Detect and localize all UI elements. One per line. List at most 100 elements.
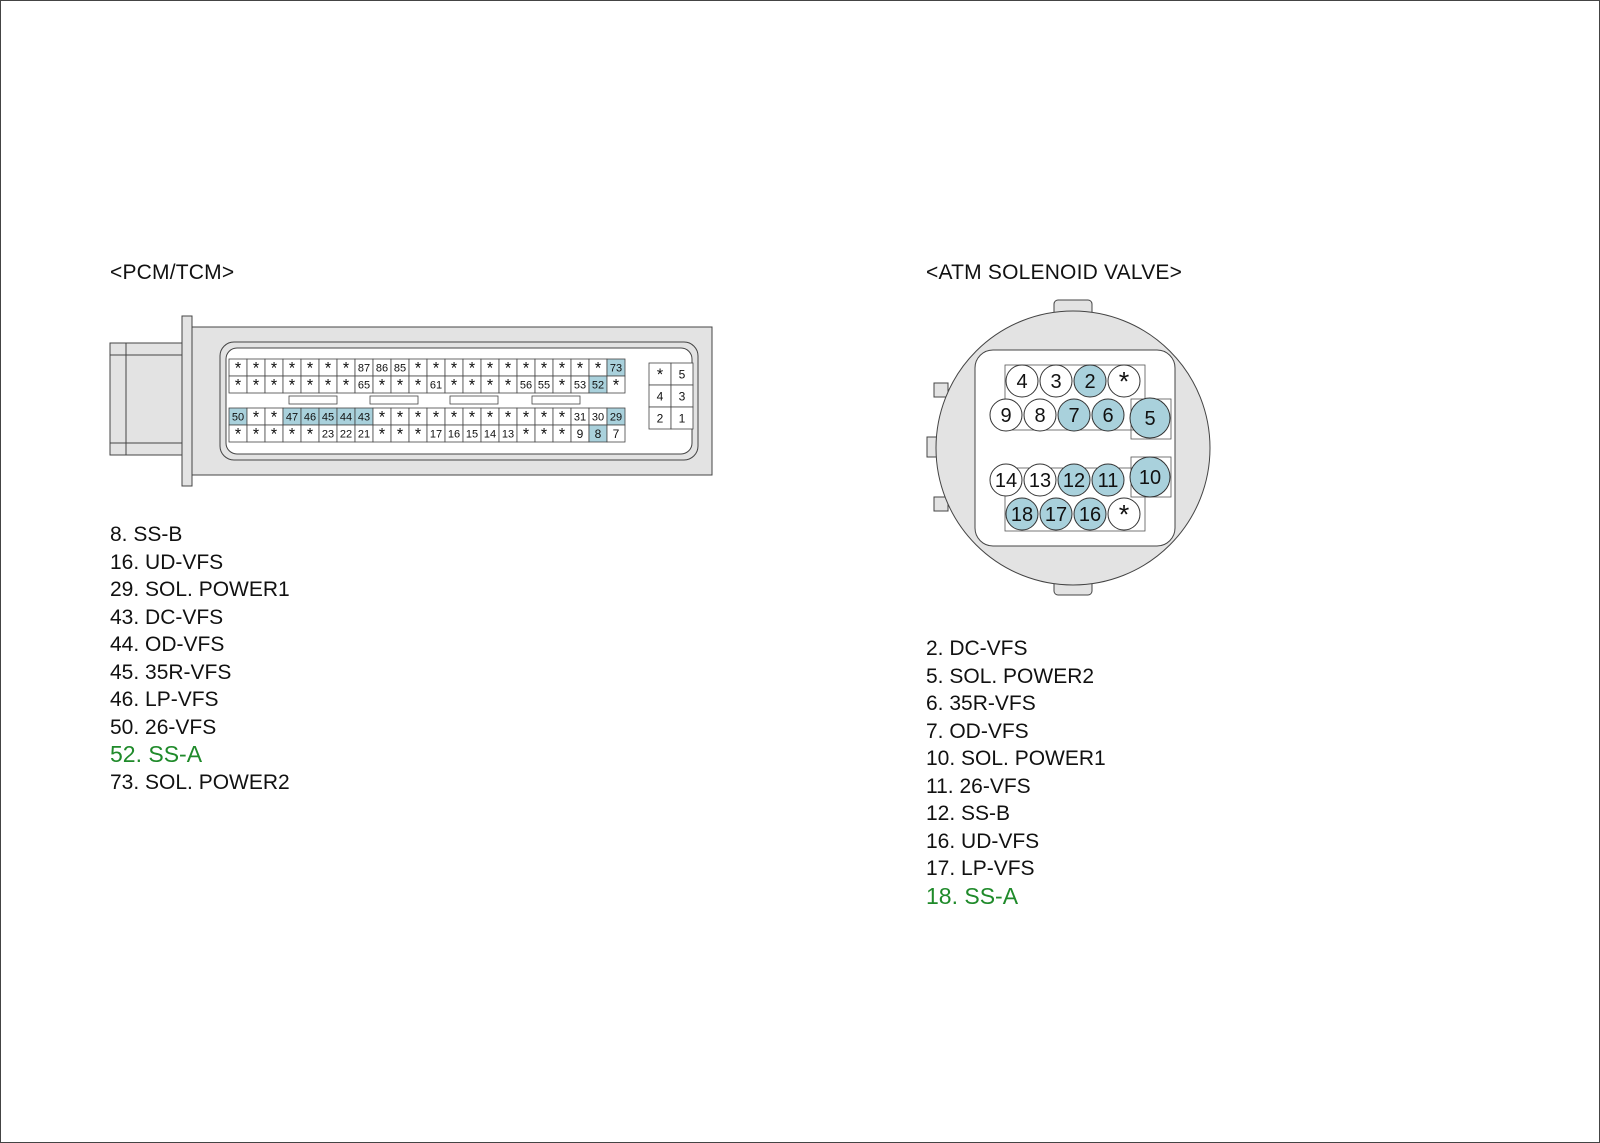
legend-item: 45. 35R-VFS [110, 660, 232, 684]
plug-tab-top [109, 342, 127, 356]
plug-tab-bottom [109, 442, 127, 456]
atm-solenoid-valve-title: <ATM SOLENOID VALVE> [926, 261, 1183, 284]
pin-label: * [307, 376, 314, 394]
solenoid-pin-label: 3 [1050, 371, 1061, 393]
solenoid-pin [1073, 364, 1107, 398]
solenoid-pin [1129, 397, 1171, 439]
pin-label: * [487, 376, 494, 394]
legend-item: 7. OD-VFS [926, 719, 1029, 743]
solenoid-pin [1039, 497, 1073, 531]
pin-label: * [505, 408, 512, 426]
pin-label: * [379, 408, 386, 426]
aux-pin-label: 1 [679, 411, 686, 425]
pin-label: * [541, 408, 548, 426]
solenoid-pin-label: 14 [995, 470, 1017, 492]
pin-label: * [253, 359, 260, 377]
solenoid-pin [1107, 364, 1141, 398]
pin-label: * [487, 359, 494, 377]
pin-label: * [307, 425, 314, 443]
solenoid-pin [1091, 398, 1125, 432]
pin-label: 73 [610, 362, 622, 374]
pin-label: 16 [448, 428, 460, 440]
legend-item: 50. 26-VFS [110, 715, 217, 739]
pin-label: * [325, 359, 332, 377]
pin-label: 23 [322, 428, 334, 440]
legend-item: 10. SOL. POWER1 [926, 747, 1106, 770]
solenoid-pin-label: * [1119, 500, 1130, 530]
pin-label: * [289, 359, 296, 377]
pin-label: * [379, 425, 386, 443]
solenoid-pin-label: 8 [1034, 405, 1045, 427]
housing-inner-outline [219, 341, 699, 461]
pin-label: 44 [340, 411, 352, 423]
pin-label: * [577, 359, 584, 377]
legend-item: 44. OD-VFS [110, 633, 225, 656]
pin-label: 22 [340, 428, 352, 440]
legend-item: 5. SOL. POWER2 [926, 664, 1095, 688]
pin-label: * [325, 376, 332, 394]
legend-item: 29. SOL. POWER1 [110, 578, 290, 601]
pin-label: 43 [358, 411, 370, 423]
pin-label: * [343, 376, 350, 394]
pin-label: * [541, 425, 548, 443]
solenoid-pin [989, 398, 1023, 432]
pin-label: * [469, 376, 476, 394]
legend-item: 8. SS-B [110, 523, 183, 546]
pin-label: 86 [376, 362, 388, 374]
solenoid-pin-label: 18 [1011, 504, 1033, 526]
pin-label: * [451, 408, 458, 426]
pin-label: 47 [286, 411, 298, 423]
pin-label: * [235, 359, 242, 377]
pin-label: * [397, 425, 404, 443]
solenoid-pin-label: 17 [1045, 504, 1067, 526]
pin-label: * [343, 359, 350, 377]
pin-label: 46 [304, 411, 316, 423]
legend-item: 2. DC-VFS [926, 637, 1028, 660]
solenoid-pin [1005, 364, 1039, 398]
solenoid-pin-label: 13 [1029, 470, 1051, 492]
pin-label: 56 [520, 379, 532, 391]
solenoid-pin [1073, 497, 1107, 531]
aux-pin-label: * [657, 366, 664, 384]
pin-label: * [397, 376, 404, 394]
solenoid-pin [1057, 463, 1091, 497]
legend-item: 17. LP-VFS [926, 857, 1035, 880]
solenoid-pin [1023, 398, 1057, 432]
pin-label: 65 [358, 379, 370, 391]
legend-item: 43. DC-VFS [110, 605, 224, 629]
pin-label: * [505, 376, 512, 394]
solenoid-pin-label: 4 [1016, 371, 1027, 393]
pin-label: 61 [430, 379, 442, 391]
pin-label: 50 [232, 411, 244, 423]
key-slot [531, 395, 581, 405]
solenoid-pin [1091, 463, 1125, 497]
pin-label: 45 [322, 411, 334, 423]
legend-item: 73. SOL. POWER2 [110, 770, 290, 794]
aux-pin-label: 4 [657, 389, 664, 403]
pin-label: 31 [574, 411, 586, 423]
connector-flange [181, 315, 193, 487]
legend-item: 16. UD-VFS [926, 829, 1040, 853]
key-slot [288, 395, 338, 405]
pin-label: * [271, 425, 278, 443]
solenoid-pin-label: 7 [1068, 405, 1079, 427]
pin-label: 9 [577, 427, 584, 441]
solenoid-pin [1005, 497, 1039, 531]
pin-label: * [559, 425, 566, 443]
pin-label: * [415, 376, 422, 394]
pin-label: * [523, 425, 530, 443]
pin-label: * [397, 408, 404, 426]
pin-cell [606, 375, 626, 394]
plug-body [125, 354, 183, 444]
pin-label: 29 [610, 411, 622, 423]
pin-label: * [289, 425, 296, 443]
solenoid-pin [1107, 497, 1141, 531]
pin-label: * [451, 376, 458, 394]
key-slot [449, 395, 499, 405]
pin-face [974, 349, 1176, 547]
pcm-pin-legend: 8. SS-B 16. UD-VFS 29. SOL. POWER1 43. D… [110, 521, 290, 796]
solenoid-pin [989, 463, 1023, 497]
pin-label: 53 [574, 379, 586, 391]
pin-label: 21 [358, 428, 370, 440]
pin-label: 17 [430, 428, 442, 440]
